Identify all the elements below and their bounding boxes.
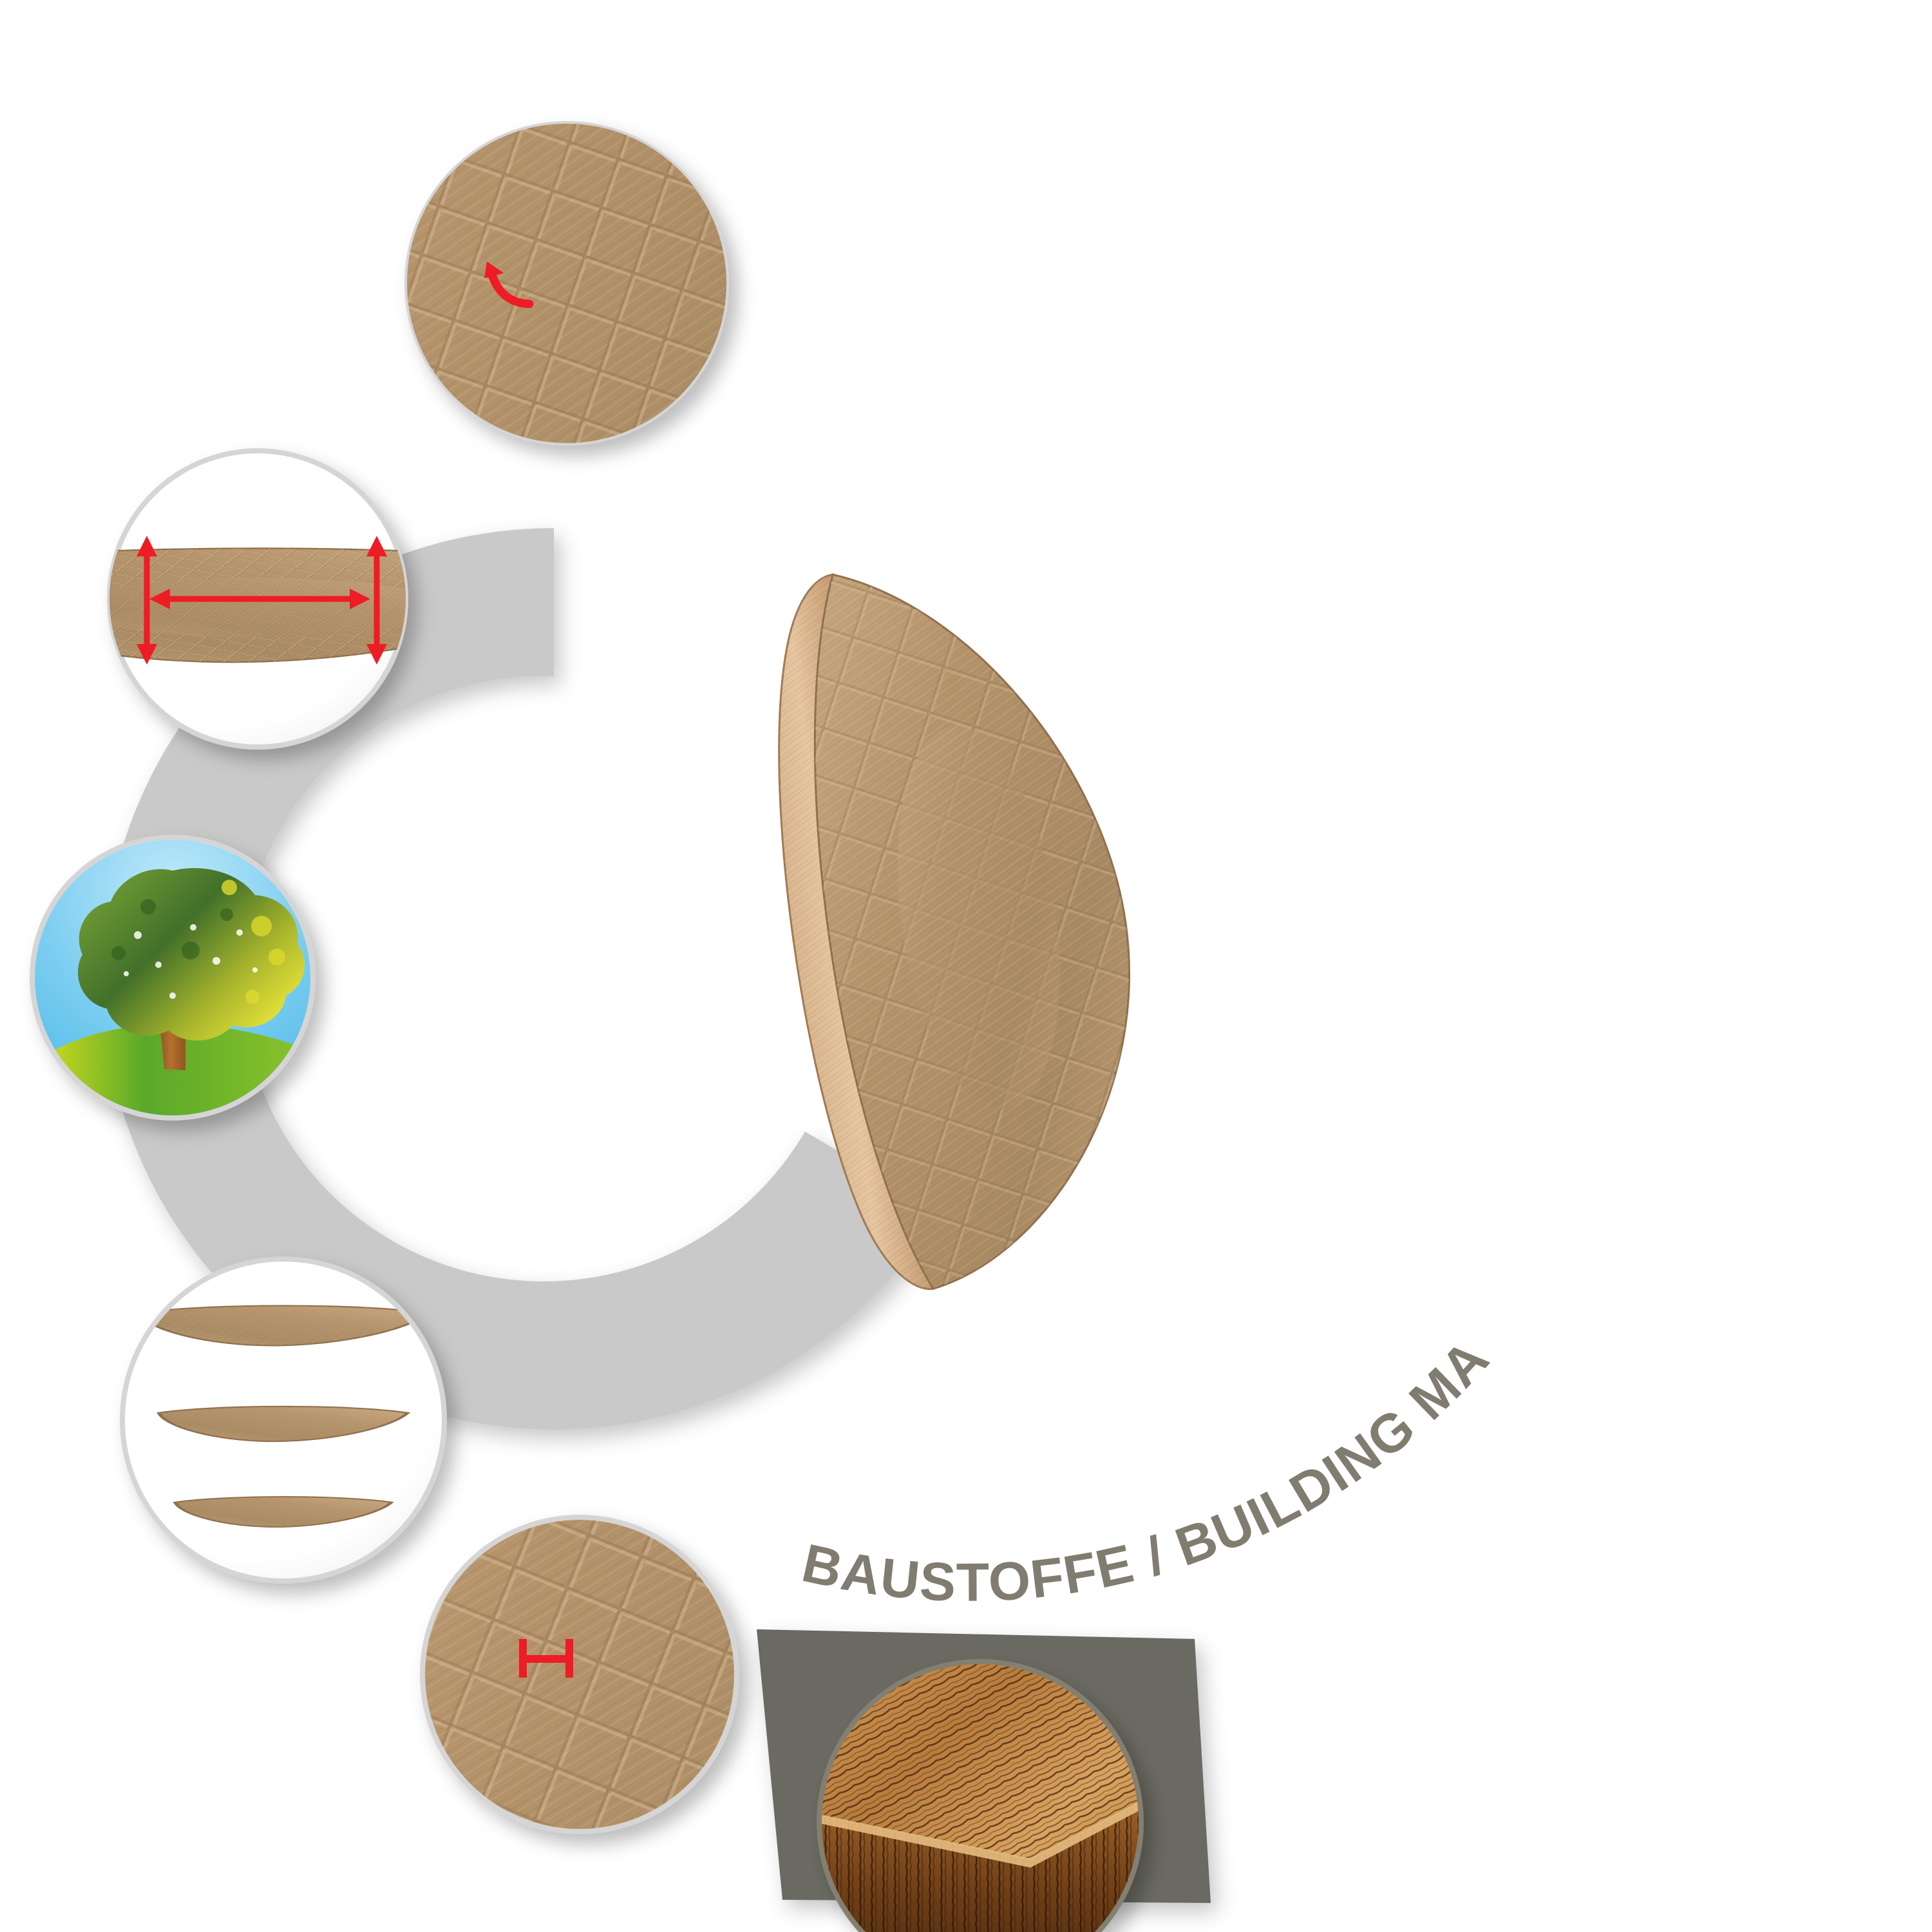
biscuit-crosshatch-pattern <box>815 574 1130 1289</box>
label-building-materials: BAUSTOFFE / BUILDING MATERIALS <box>0 0 1498 1613</box>
biscuit-size-large <box>137 1305 431 1347</box>
width-arrow-right-annotation <box>366 536 387 665</box>
biscuit-size-small <box>173 1496 394 1528</box>
timber-beam-photo <box>822 1664 1139 1932</box>
biscuit-face <box>813 573 1130 1291</box>
ring-arc-light <box>102 527 940 1430</box>
red-curve-arrow-annotation <box>484 261 534 308</box>
tree-icon <box>35 840 310 1115</box>
biscuit-edge <box>778 573 935 1291</box>
width-arrow-left-annotation <box>137 536 157 665</box>
label-properties: EIGENSCHATFEN / PROPERTIES <box>189 674 424 1388</box>
length-arrow-annotation <box>149 589 370 609</box>
ring-arc-dark <box>757 1629 1211 1903</box>
biscuit-size-medium <box>156 1405 411 1443</box>
thickness-h-marker-annotation <box>519 1639 573 1678</box>
